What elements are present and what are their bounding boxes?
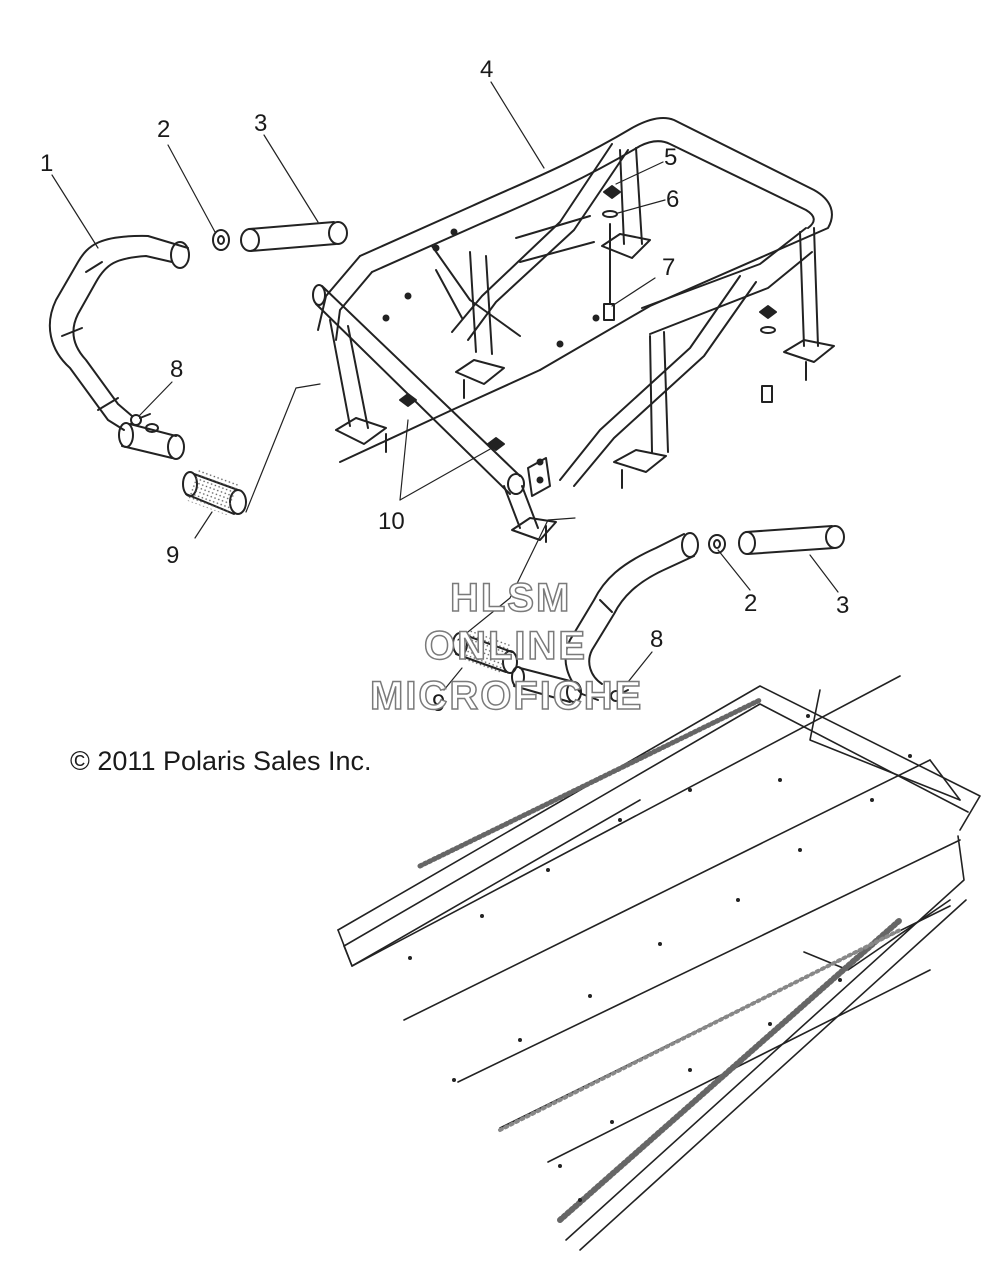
callout-6: 6 <box>666 186 680 213</box>
callout-8-right: 8 <box>650 626 664 653</box>
left-end-tube <box>118 422 185 460</box>
leader-lines <box>51 81 839 693</box>
callout-7: 7 <box>662 254 676 281</box>
watermark-line-2: ONLINE <box>423 623 588 669</box>
callout-8: 8 <box>170 356 184 383</box>
left-grab-handle <box>48 234 190 431</box>
right-grip <box>738 525 845 555</box>
callout-9: 9 <box>166 542 180 569</box>
callout-1: 1 <box>40 150 54 177</box>
callout-10: 10 <box>378 508 405 535</box>
tunnel-rivets <box>408 714 912 1202</box>
callout-3: 3 <box>254 110 268 137</box>
callout-2: 2 <box>157 116 171 143</box>
tunnel-chassis <box>337 675 981 1251</box>
right-bolt <box>610 689 629 702</box>
callout-4: 4 <box>480 56 494 83</box>
callout-5: 5 <box>664 144 678 171</box>
right-end-tube <box>511 666 582 703</box>
hardware-stack <box>399 185 777 451</box>
left-grip <box>240 221 348 252</box>
left-knurled-grip <box>182 468 247 516</box>
right-bushing <box>708 534 726 554</box>
rack-frame <box>312 117 835 543</box>
callout-3-right: 3 <box>836 592 850 619</box>
callout-2-right: 2 <box>744 590 758 617</box>
guide-lines <box>245 383 576 641</box>
copyright-notice: © 2011 Polaris Sales Inc. <box>70 746 372 776</box>
left-bolt <box>130 413 151 426</box>
watermark-line-3: MICROFICHE <box>369 673 644 719</box>
callout-9-right: 9 <box>432 690 446 717</box>
left-bushing <box>212 229 230 251</box>
watermark-line-1: HLSM <box>449 575 572 621</box>
right-knurled-grip <box>452 629 518 675</box>
